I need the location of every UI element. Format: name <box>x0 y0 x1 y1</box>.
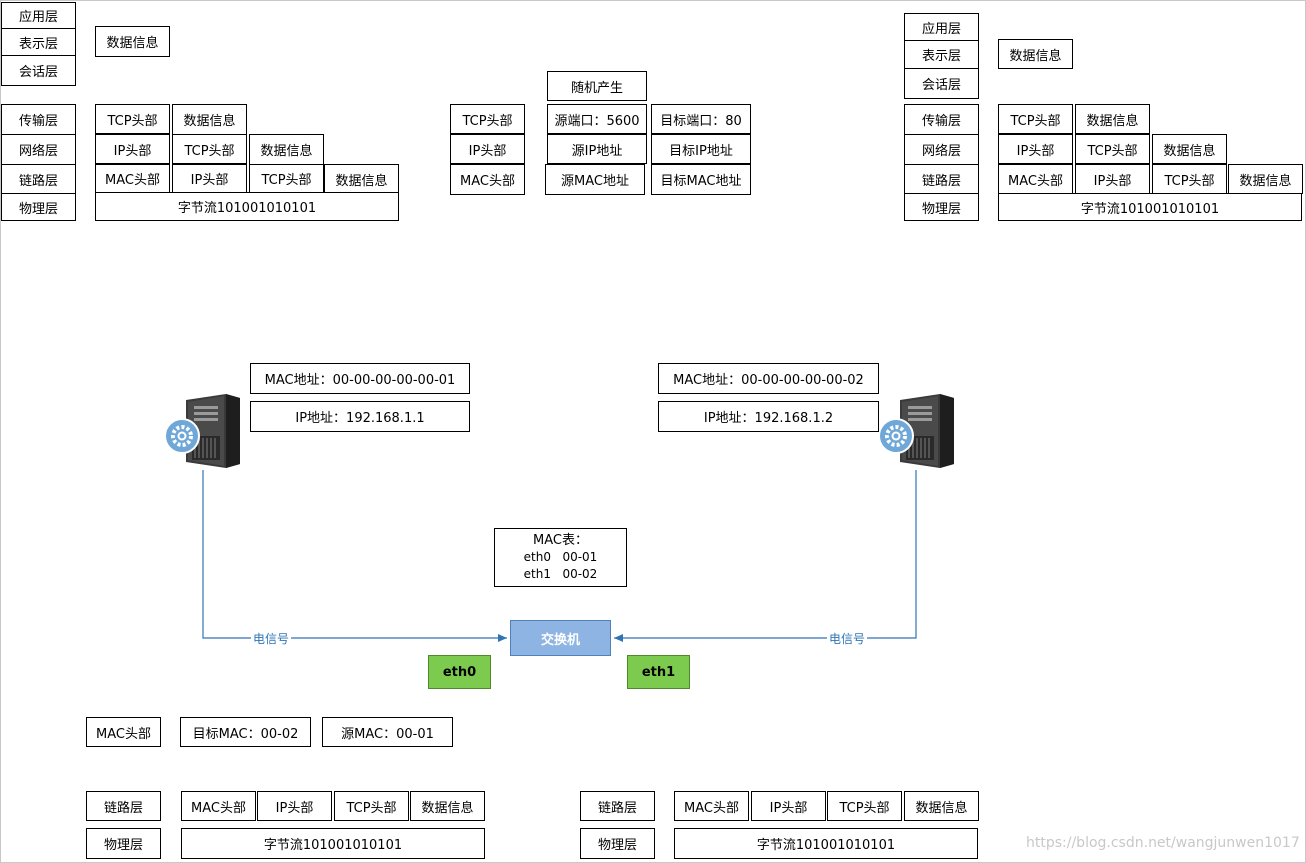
port-eth0: eth0 <box>428 655 491 689</box>
tcp-header-label: TCP头部 <box>450 104 525 134</box>
destination-ip: 目标IP地址 <box>651 134 751 164</box>
data-block: 数据信息 <box>1075 104 1150 134</box>
layer-link: 链路层 <box>86 791 161 821</box>
app-data: 数据信息 <box>95 26 170 57</box>
destination-mac: 目标MAC地址 <box>651 164 751 195</box>
frame-source-mac: 源MAC：00-01 <box>322 717 453 747</box>
mac-table-row: eth0 00-01 <box>523 550 598 564</box>
link-right <box>614 470 917 642</box>
ip-header: IP头部 <box>95 134 170 164</box>
signal-label-right: 电信号 <box>827 630 868 647</box>
layer-physical: 物理层 <box>1 193 76 221</box>
data-block: 数据信息 <box>410 791 485 821</box>
layer-presentation: 表示层 <box>1 28 76 56</box>
mac-header: MAC头部 <box>674 791 749 821</box>
link-left <box>202 470 507 642</box>
byte-stream: 字节流101001010101 <box>998 193 1302 221</box>
data-block: 数据信息 <box>904 791 979 821</box>
source-mac: 源MAC地址 <box>545 164 645 195</box>
layer-network: 网络层 <box>1 134 76 165</box>
data-block: 数据信息 <box>1228 164 1303 194</box>
tcp-header: TCP头部 <box>172 134 247 164</box>
frame-destination-mac: 目标MAC：00-02 <box>180 717 311 747</box>
signal-label-left: 电信号 <box>251 630 292 647</box>
layer-link: 链路层 <box>1 164 76 194</box>
data-block: 数据信息 <box>1152 134 1227 164</box>
mac-header: MAC头部 <box>998 164 1073 194</box>
data-block: 数据信息 <box>249 134 324 165</box>
tcp-header: TCP头部 <box>334 791 409 821</box>
layer-physical: 物理层 <box>580 828 655 859</box>
ip-header: IP头部 <box>257 791 332 821</box>
tcp-header: TCP头部 <box>998 104 1073 134</box>
server-icon <box>878 394 954 468</box>
tcp-header: TCP头部 <box>249 164 324 193</box>
host-a-ip: IP地址：192.168.1.1 <box>250 401 470 432</box>
frame-mac-header: MAC头部 <box>86 717 161 747</box>
switch-node: 交换机 <box>510 620 611 656</box>
layer-session: 会话层 <box>1 55 76 86</box>
ip-header: IP头部 <box>998 134 1073 164</box>
destination-port: 目标端口：80 <box>651 104 751 134</box>
tcp-header: TCP头部 <box>827 791 902 821</box>
watermark: https://blog.csdn.net/wangjunwen1017 <box>1026 835 1300 851</box>
ip-header: IP头部 <box>751 791 826 821</box>
mac-table: MAC表： eth0 00-01 eth1 00-02 <box>494 528 627 587</box>
app-data: 数据信息 <box>998 39 1073 69</box>
layer-physical: 物理层 <box>904 193 979 221</box>
source-port: 源端口：5600 <box>547 104 647 134</box>
mac-table-title: MAC表： <box>533 533 588 548</box>
layer-transport: 传输层 <box>904 104 979 135</box>
layer-link: 链路层 <box>904 164 979 194</box>
layer-application: 应用层 <box>904 13 979 41</box>
host-a-mac: MAC地址：00-00-00-00-00-01 <box>250 363 470 394</box>
layer-presentation: 表示层 <box>904 40 979 69</box>
layer-network: 网络层 <box>904 134 979 165</box>
ip-header-label: IP头部 <box>450 134 525 164</box>
ip-header: IP头部 <box>1075 164 1150 194</box>
layer-physical: 物理层 <box>86 828 161 859</box>
layer-link: 链路层 <box>580 791 655 821</box>
mac-table-row: eth1 00-02 <box>523 567 598 581</box>
host-b-mac: MAC地址：00-00-00-00-00-02 <box>658 363 879 394</box>
mac-header: MAC头部 <box>181 791 256 821</box>
byte-stream: 字节流101001010101 <box>181 828 485 859</box>
tcp-header: TCP头部 <box>1152 164 1227 194</box>
ip-header: IP头部 <box>172 164 247 193</box>
tcp-header: TCP头部 <box>95 104 170 134</box>
data-block: 数据信息 <box>324 164 399 194</box>
byte-stream: 字节流101001010101 <box>95 192 399 221</box>
host-b-ip: IP地址：192.168.1.2 <box>658 401 879 432</box>
mac-header: MAC头部 <box>95 164 170 193</box>
mac-header-label: MAC头部 <box>450 164 525 195</box>
random-generated: 随机产生 <box>547 71 647 101</box>
server-icon <box>164 394 240 468</box>
layer-session: 会话层 <box>904 68 979 99</box>
layer-application: 应用层 <box>1 2 76 29</box>
source-ip: 源IP地址 <box>547 134 647 164</box>
port-eth1: eth1 <box>627 655 690 689</box>
layer-transport: 传输层 <box>1 104 76 135</box>
tcp-header: TCP头部 <box>1075 134 1150 164</box>
byte-stream: 字节流101001010101 <box>674 828 978 859</box>
data-block: 数据信息 <box>172 104 247 135</box>
